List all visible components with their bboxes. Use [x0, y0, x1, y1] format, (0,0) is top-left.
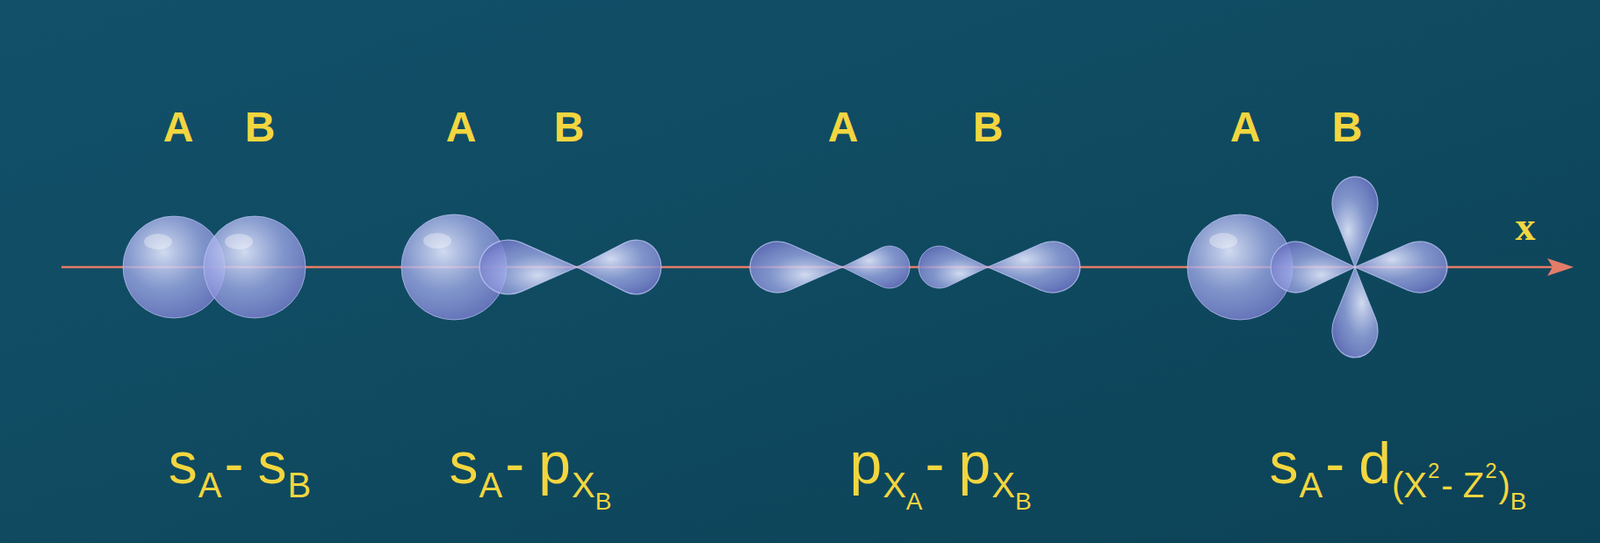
atom-label: A [828, 106, 859, 149]
atom-label: B [1332, 106, 1363, 149]
orbital-index: B [287, 467, 311, 503]
orbital-symbol: s [1269, 433, 1299, 492]
overlap-label: sA-d(X2- Z2)B [1269, 433, 1528, 492]
orbital-index: X [571, 467, 596, 503]
orbital-index: X [882, 467, 907, 503]
orbital-index: B [1015, 489, 1032, 514]
orbital-index: 2 [1484, 460, 1497, 482]
p-p-overlap [749, 241, 1081, 293]
orbital-symbol: p [958, 433, 991, 492]
orbital-index: A [1299, 467, 1324, 503]
orbital-symbol: p [538, 433, 571, 492]
orbital-index: - Z [1441, 467, 1485, 503]
atom-label: A [163, 106, 195, 149]
atom-label: B [554, 106, 585, 149]
orbital-index: A [479, 467, 504, 503]
orbital-index: X [991, 467, 1016, 503]
s-d-overlap [1187, 176, 1448, 358]
axis-arrowhead [1547, 258, 1574, 276]
orbital-index: B [595, 489, 613, 514]
overlap-label: pXA-pXB [849, 433, 1031, 492]
atom-label: B [245, 106, 276, 149]
atom-label: B [972, 106, 1004, 149]
orbital-index: A [198, 467, 223, 503]
orbital-symbol: s [449, 433, 479, 492]
s-s-overlap [122, 216, 306, 318]
axis-label: x [1515, 206, 1536, 247]
atom-label: A [446, 106, 477, 149]
orbital-index: B [1510, 489, 1528, 514]
orbital-symbol: d [1358, 433, 1391, 492]
overlap-label: sA-sB [168, 433, 311, 492]
orbital-index: 2 [1427, 460, 1440, 482]
orbital-index: ) [1498, 467, 1510, 503]
overlap-dash: - [504, 433, 525, 492]
overlap-dash: - [224, 433, 245, 492]
s-p-overlap [401, 214, 662, 320]
atom-label: A [1230, 106, 1262, 149]
overlap-label: sA-pXB [449, 433, 613, 492]
orbital-symbol: s [168, 433, 198, 492]
orbital-index: (X [1391, 467, 1428, 503]
orbital-symbol: p [849, 433, 882, 492]
overlap-dash: - [925, 433, 945, 492]
orbital-index: A [906, 489, 923, 514]
overlap-dash: - [1325, 433, 1345, 492]
orbital-symbol: s [257, 433, 287, 492]
